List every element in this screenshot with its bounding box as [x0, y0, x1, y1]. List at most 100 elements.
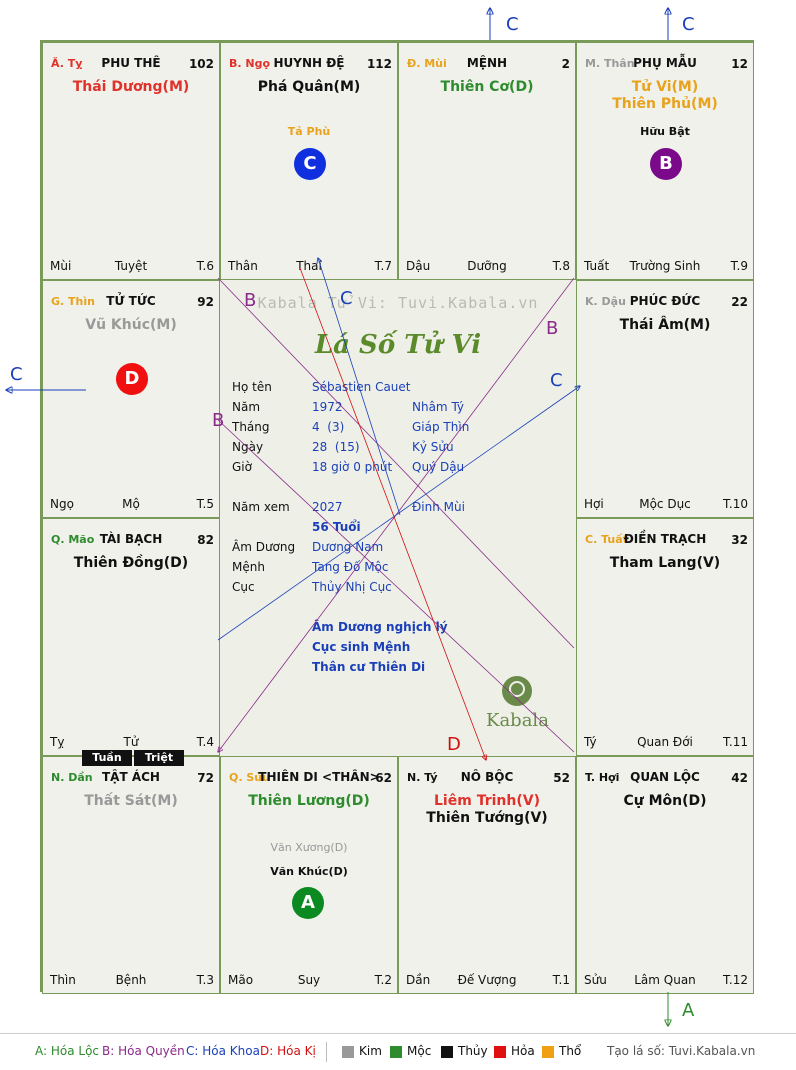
palace-age: T.11 [723, 735, 748, 749]
credit-link[interactable]: Tạo lá số: Tuvi.Kabala.vn [607, 1044, 756, 1058]
aux-star: Văn Xương(D) [270, 841, 348, 854]
value-cuc: Thủy Nhị Cục [312, 580, 392, 594]
value-menh: Tang Đố Mộc [312, 560, 389, 574]
marker-c-circle: C [294, 148, 326, 180]
palace-branch: Q. Sửu [229, 771, 270, 784]
palace-menh[interactable]: Đ. Mùi MỆNH 2 Thiên Cơ(D) Dậu Dưỡng T.8 [398, 42, 576, 280]
kim-swatch [342, 1046, 354, 1058]
label-c-left: C [10, 364, 23, 385]
palace-phase: Đế Vượng [457, 973, 517, 987]
palace-number: 32 [731, 533, 748, 547]
palace-number: 112 [366, 57, 392, 71]
center-info-panel: Kabala Tử Vi: Tuvi.Kabala.vn Lá Số Tử Vi… [220, 280, 576, 756]
main-star: Thất Sát(M) [84, 793, 178, 809]
label-d: D [447, 734, 461, 755]
palace-branch: G. Thìn [51, 295, 95, 308]
palace-number: 72 [197, 771, 214, 785]
palace-age: T.8 [552, 259, 570, 273]
main-star: Thiên Lương(D) [248, 793, 370, 809]
palace-phase: Suy [297, 973, 321, 987]
label-nam-xem: Năm xem [232, 500, 290, 514]
legend-moc: Mộc [407, 1044, 432, 1058]
value-ngay-can: Kỷ Sửu [412, 440, 454, 454]
palace-phu-the[interactable]: Ă. Tỵ PHU THÊ 102 Thái Dương(M) Mùi Tuyệ… [42, 42, 220, 280]
palace-phuc-duc[interactable]: K. Dậu PHÚC ĐỨC 22 Thái Âm(M) Hợi Mộc Dụ… [576, 280, 754, 518]
legend-bar: A: Hóa Lộc B: Hóa Quyền C: Hóa Khoa D: H… [0, 1033, 796, 1070]
palace-no-boc[interactable]: N. Tý NÔ BỘC 52 Liêm Trinh(V) Thiên Tướn… [398, 756, 576, 994]
palace-number: 2 [561, 57, 570, 71]
value-nam: 1972 [312, 400, 343, 414]
palace-name: HUYNH ĐỆ [273, 56, 345, 70]
palace-name: QUAN LỘC [630, 770, 700, 784]
palace-number: 62 [375, 771, 392, 785]
palace-phase: Tử [123, 735, 139, 749]
legend-tho: Thổ [559, 1044, 582, 1058]
palace-phu-mau[interactable]: M. Thân PHỤ MẪU 12 Tử Vi(M) Thiên Phủ(M)… [576, 42, 754, 280]
legend-a: A: Hóa Lộc [35, 1044, 100, 1058]
palace-phase: Thai [296, 259, 322, 273]
main-star: Vũ Khúc(M) [85, 317, 177, 333]
palace-left-label: Thân [228, 259, 258, 273]
palace-phase: Trường Sinh [629, 259, 701, 273]
label-a-bottom: A [682, 1000, 695, 1021]
main-star: Thiên Đồng(D) [73, 555, 189, 571]
legend-c: C: Hóa Khoa [186, 1044, 260, 1058]
palace-number: 52 [553, 771, 570, 785]
palace-left-label: Tỵ [50, 735, 65, 749]
palace-left-label: Dần [406, 973, 431, 987]
palace-tu-tuc[interactable]: G. Thìn TỬ TỨC 92 Vũ Khúc(M) D Ngọ Mộ T.… [42, 280, 220, 518]
marker-d-circle: D [116, 363, 148, 395]
marker-a-circle: A [292, 887, 324, 919]
legend-d: D: Hóa Kị [260, 1044, 316, 1058]
triet-tag: Triệt [134, 750, 184, 766]
palace-left-label: Dậu [406, 259, 431, 273]
value-tuoi: 56 Tuổi [312, 520, 361, 534]
line-d-1 [299, 267, 486, 760]
marker-b-circle: B [650, 148, 682, 180]
palace-branch: T. Hợi [585, 771, 620, 784]
palace-left-label: Thìn [50, 973, 76, 987]
main-star: Tham Lang(V) [609, 555, 721, 571]
palace-thien-di[interactable]: Q. Sửu THIÊN DI <THÂN> 62 Thiên Lương(D)… [220, 756, 398, 994]
value-ngay: 28 (15) [312, 440, 360, 454]
label-b-3: B [212, 410, 224, 431]
value-am-duong: Dương Nam [312, 540, 384, 554]
palace-name: NÔ BỘC [460, 770, 514, 784]
palace-number: 102 [188, 57, 214, 71]
main-star: Thiên Phủ(M) [612, 96, 718, 112]
value-thang: 4 (3) [312, 420, 345, 434]
palace-branch: N. Tý [407, 771, 438, 784]
palace-number: 42 [731, 771, 748, 785]
palace-phase: Dưỡng [467, 259, 507, 273]
palace-quan-loc[interactable]: T. Hợi QUAN LỘC 42 Cự Môn(D) Sửu Lâm Qua… [576, 756, 754, 994]
main-star: Tử Vi(M) [631, 79, 699, 95]
palace-tai-bach[interactable]: Q. Mão TÀI BẠCH 82 Thiên Đồng(D) Tỵ Tử T… [42, 518, 220, 756]
hoa-swatch [494, 1046, 506, 1058]
palace-age: T.1 [552, 973, 570, 987]
palace-number: 12 [731, 57, 748, 71]
label-c-2: C [550, 370, 563, 391]
palace-huynh-de[interactable]: B. Ngọ HUYNH ĐỆ 112 Phá Quân(M) Tả Phù C… [220, 42, 398, 280]
label-thang: Tháng [232, 420, 270, 434]
palace-dien-trach[interactable]: C. Tuất ĐIỀN TRẠCH 32 Tham Lang(V) Tý Qu… [576, 518, 754, 756]
palace-branch: Ă. Tỵ [51, 57, 83, 70]
legend-divider [326, 1042, 327, 1062]
palace-tat-ach[interactable]: N. Dần TẬT ÁCH 72 Thất Sát(M) Thìn Bệnh … [42, 756, 220, 994]
palace-phase: Lâm Quan [634, 973, 696, 987]
palace-name: PHỤ MẪU [633, 56, 697, 70]
label-menh: Mệnh [232, 560, 265, 574]
moc-swatch [390, 1046, 402, 1058]
main-star: Cự Môn(D) [623, 793, 707, 809]
tho-swatch [542, 1046, 554, 1058]
value-thang-can: Giáp Thìn [412, 420, 470, 434]
palace-name: PHÚC ĐỨC [629, 294, 701, 308]
label-b-1: B [244, 290, 256, 311]
palace-age: T.7 [374, 259, 392, 273]
main-star: Liêm Trinh(V) [434, 793, 540, 809]
palace-age: T.4 [196, 735, 214, 749]
kabala-logo-icon [502, 676, 532, 706]
thuy-swatch [441, 1046, 453, 1058]
palace-name: PHU THÊ [101, 56, 161, 70]
palace-age: T.2 [374, 973, 392, 987]
